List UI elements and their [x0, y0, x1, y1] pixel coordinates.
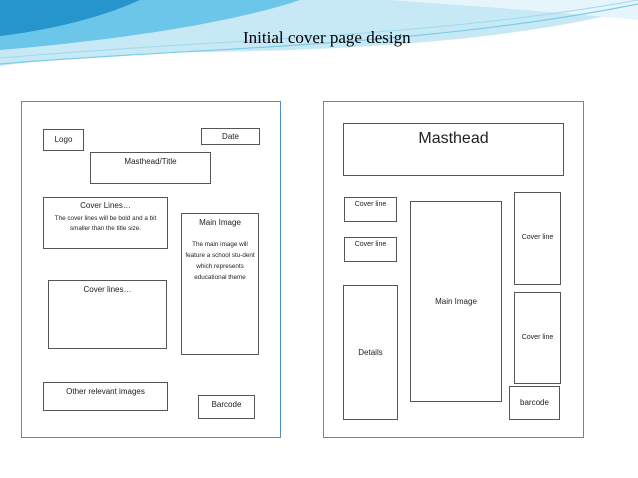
other-images-label: Other relevant images — [66, 387, 145, 396]
cover-line-box-4: Cover line — [514, 292, 561, 384]
cover-line-box-2: Cover line — [344, 237, 397, 262]
main-image-label: Main Image — [435, 296, 477, 306]
cover-line-3-label: Cover line — [521, 234, 554, 242]
logo-box: Logo — [43, 129, 84, 151]
cover-lines-box-1: Cover Lines… The cover lines will be bol… — [43, 197, 168, 249]
decorative-header-swoosh — [0, 0, 638, 66]
slide-title: Initial cover page design — [243, 28, 411, 47]
masthead-box: Masthead — [343, 123, 564, 176]
cover-lines-1-description: The cover lines will be bold and a bit s… — [54, 214, 157, 232]
masthead-title-box: Masthead/Title — [90, 152, 211, 184]
cover-line-box-1: Cover line — [344, 197, 397, 222]
details-box: Details — [343, 285, 398, 420]
main-image-box: Main Image — [410, 201, 502, 402]
date-box: Date — [201, 128, 260, 145]
cover-lines-box-2: Cover lines… — [48, 280, 167, 349]
logo-label: Logo — [54, 135, 73, 145]
cover-line-2-label: Cover line — [354, 241, 387, 248]
barcode-label: Barcode — [211, 400, 242, 409]
main-image-box: Main Image The main image will feature a… — [181, 213, 259, 355]
cover-lines-2-title: Cover lines… — [83, 285, 132, 294]
other-images-box: Other relevant images — [43, 382, 168, 411]
left-cover-sketch: Logo Date Masthead/Title Cover Lines… Th… — [21, 101, 281, 438]
cover-line-box-3: Cover line — [514, 192, 561, 285]
barcode-box: Barcode — [198, 395, 255, 419]
barcode-label: barcode — [520, 398, 549, 408]
details-label: Details — [358, 347, 383, 357]
cover-lines-1-title: Cover Lines… — [80, 201, 131, 210]
date-label: Date — [222, 131, 239, 141]
cover-line-4-label: Cover line — [521, 333, 554, 341]
cover-line-1-label: Cover line — [354, 201, 387, 208]
masthead-label: Masthead — [418, 130, 489, 147]
main-image-description: The main image will feature a school stu… — [185, 240, 255, 281]
right-cover-sketch: Masthead Cover line Cover line Main Imag… — [323, 101, 584, 438]
masthead-title-label: Masthead/Title — [124, 157, 177, 166]
barcode-box: barcode — [509, 386, 560, 420]
main-image-title: Main Image — [199, 218, 241, 227]
